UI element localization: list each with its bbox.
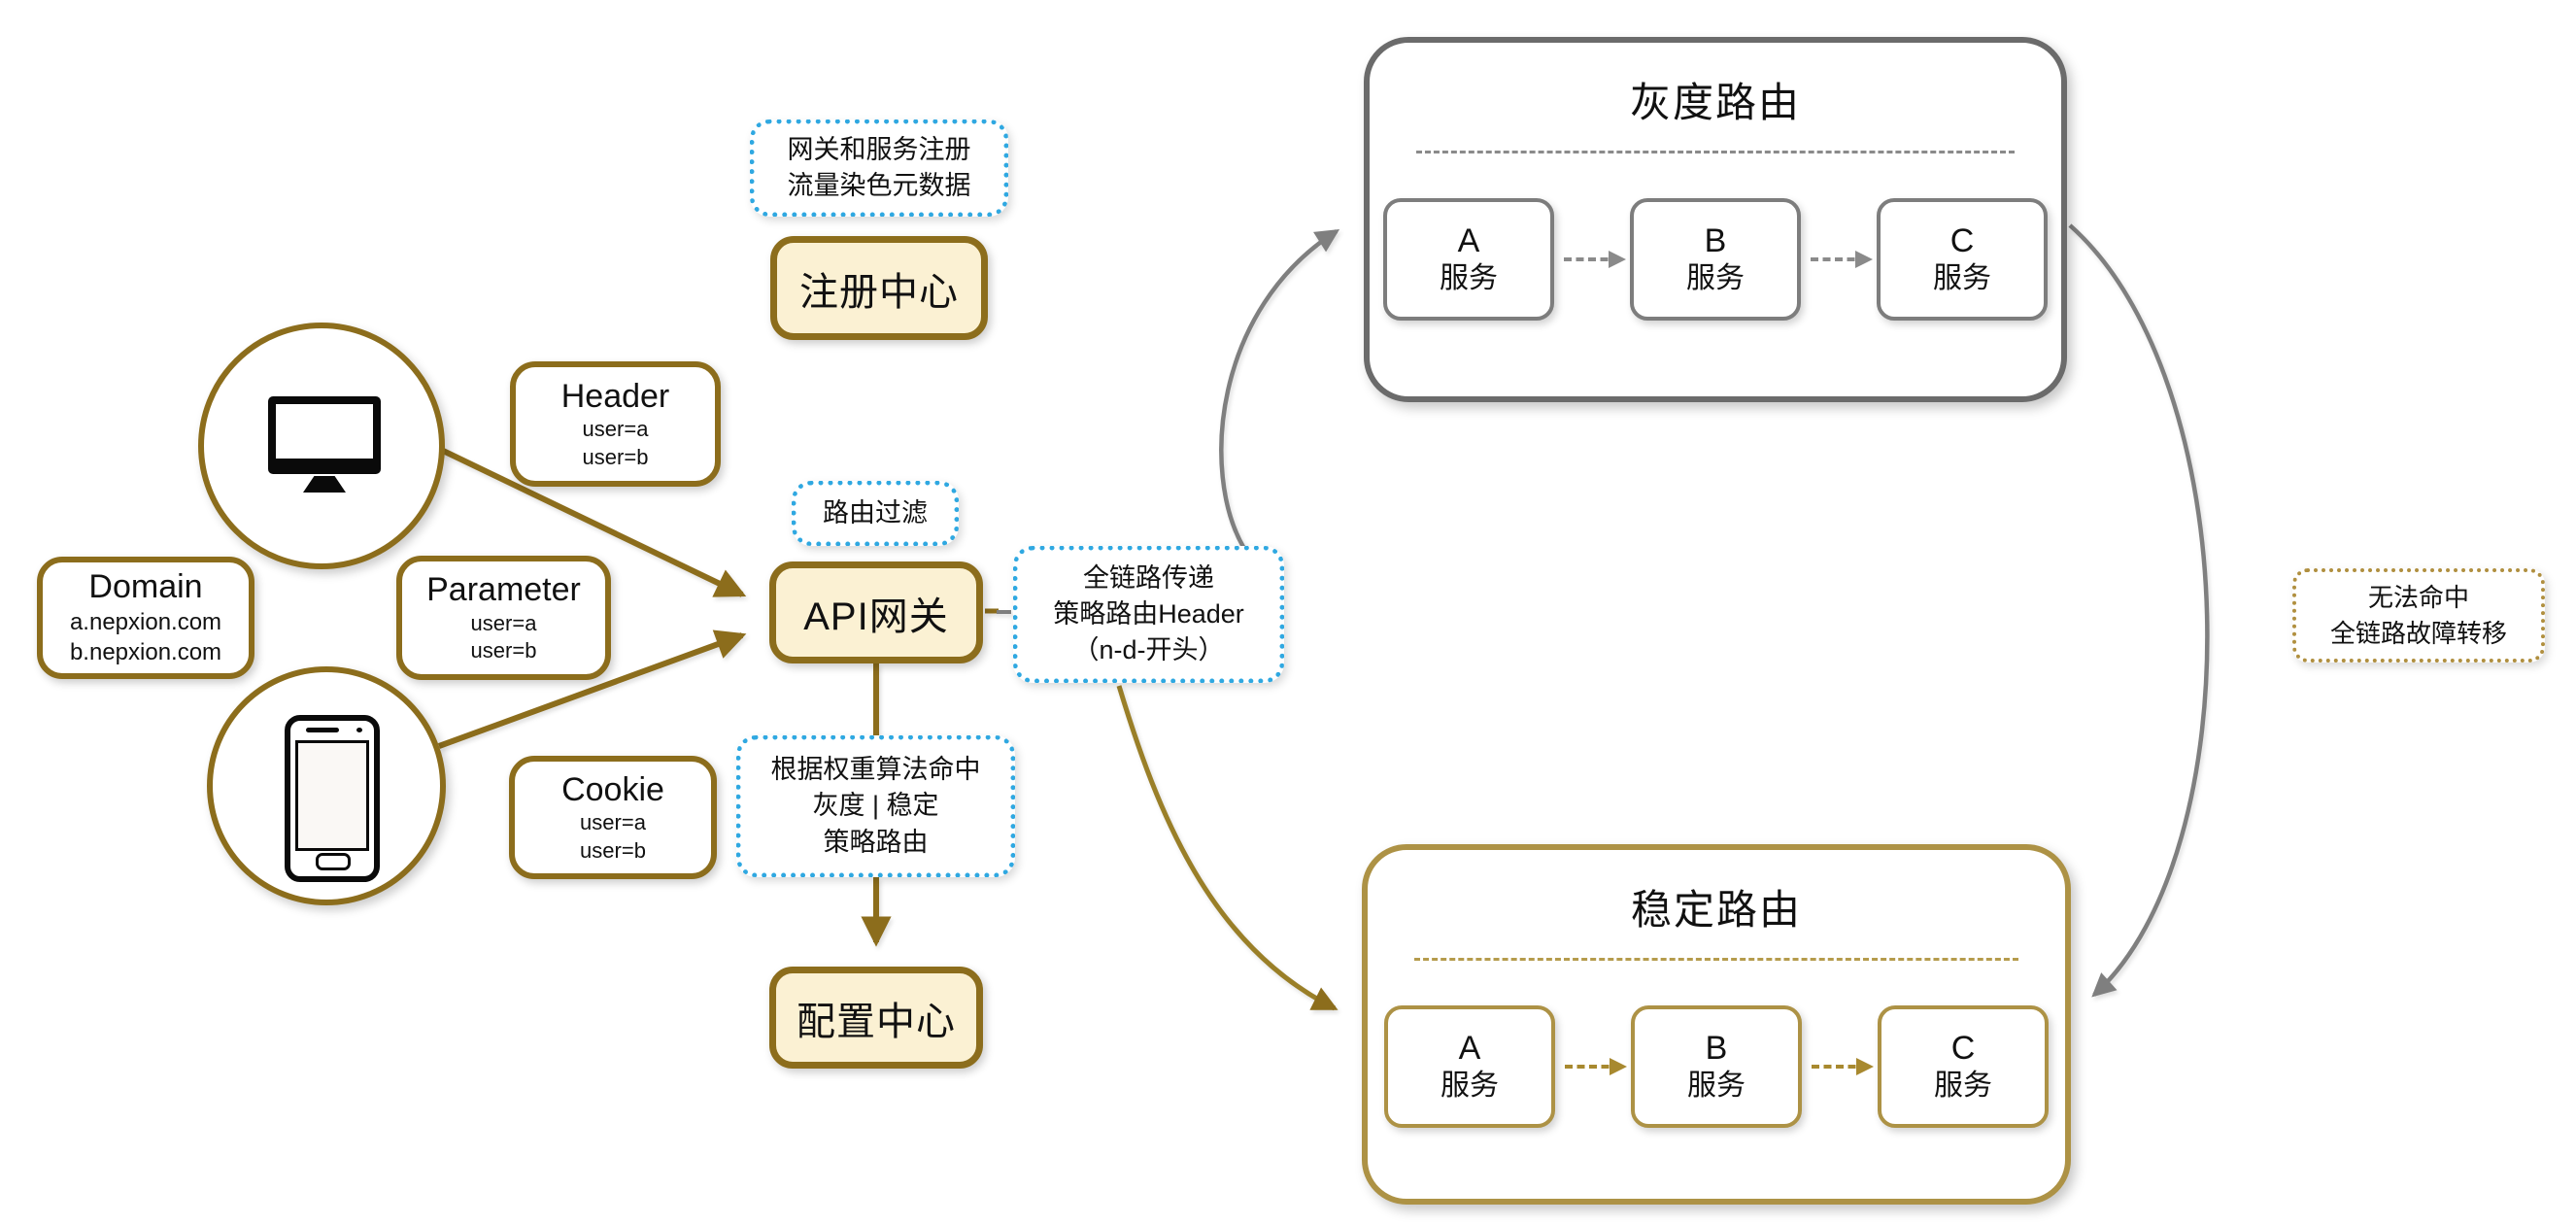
config-center-node: 配置中心 (769, 967, 983, 1069)
weight-algorithm-note: 根据权重算法命中 灰度 | 稳定 策略路由 (736, 735, 1015, 877)
registry-meta-line2: 流量染色元数据 (787, 171, 971, 200)
failover-line2: 全链路故障转移 (2329, 618, 2507, 648)
domain-label-box: Domain a.nepxion.com b.nepxion.com (37, 557, 254, 679)
stable-service-a: A 服务 (1384, 1005, 1555, 1128)
failover-note: 无法命中 全链路故障转移 (2292, 568, 2545, 663)
desktop-monitor-icon (268, 396, 381, 493)
header-title: Header (560, 377, 670, 415)
registry-meta-note: 网关和服务注册 流量染色元数据 (750, 119, 1008, 217)
gray-route-services: A 服务 B 服务 C 服务 (1370, 198, 2061, 321)
full-link-line3: （n-d-开头） (1072, 635, 1225, 665)
registry-meta-line1: 网关和服务注册 (787, 134, 971, 164)
stable-route-services: A 服务 B 服务 C 服务 (1368, 1005, 2065, 1128)
cookie-line1: user=a (580, 810, 646, 835)
stable-dashed-arrow-icon (1565, 1058, 1627, 1075)
gray-route-title: 灰度路由 (1629, 80, 1801, 125)
route-filter-line1: 路由过滤 (823, 497, 928, 527)
domain-line1: a.nepxion.com (69, 609, 222, 636)
stable-service-c: C 服务 (1878, 1005, 2049, 1128)
header-line1: user=a (582, 417, 649, 442)
failover-line1: 无法命中 (2367, 583, 2469, 613)
route-filter-note: 路由过滤 (792, 481, 959, 546)
api-gateway-node: API网关 (769, 561, 983, 663)
smartphone-icon (285, 715, 380, 882)
full-link-note: 全链路传递 策略路由Header （n-d-开头） (1013, 546, 1284, 683)
registry-center-label: 注册中心 (799, 270, 959, 314)
desktop-client-circle (198, 323, 445, 569)
parameter-line2: user=b (470, 638, 537, 663)
gray-route-container: 灰度路由 A 服务 B 服务 C 服务 (1364, 37, 2067, 402)
cookie-line2: user=b (580, 837, 646, 863)
full-link-line1: 全链路传递 (1083, 562, 1214, 593)
gray-dashed-arrow-icon (1564, 251, 1626, 268)
gray-service-a: A 服务 (1383, 198, 1554, 321)
header-line2: user=b (582, 444, 649, 469)
domain-title: Domain (88, 568, 203, 606)
parameter-line1: user=a (470, 610, 537, 635)
header-label-box: Header user=a user=b (510, 361, 721, 487)
stable-route-container: 稳定路由 A 服务 B 服务 C 服务 (1362, 844, 2071, 1205)
cookie-title: Cookie (561, 770, 664, 808)
weight-line3: 策略路由 (823, 827, 929, 857)
parameter-title: Parameter (426, 571, 581, 608)
cookie-label-box: Cookie user=a user=b (509, 756, 717, 879)
api-gateway-label: API网关 (803, 595, 949, 638)
gray-route-divider (1416, 151, 2015, 153)
gray-service-c: C 服务 (1877, 198, 2048, 321)
weight-line2: 灰度 | 稳定 (812, 791, 939, 821)
config-center-label: 配置中心 (797, 1000, 956, 1043)
full-link-line2: 策略路由Header (1053, 598, 1244, 629)
domain-line2: b.nepxion.com (69, 639, 222, 666)
stable-dashed-arrow-icon (1812, 1058, 1874, 1075)
mobile-client-circle (207, 666, 446, 905)
stable-route-divider (1414, 958, 2018, 961)
weight-line1: 根据权重算法命中 (770, 755, 981, 785)
gray-service-b: B 服务 (1630, 198, 1801, 321)
stable-route-title: 稳定路由 (1630, 887, 1802, 933)
gray-dashed-arrow-icon (1811, 251, 1873, 268)
parameter-label-box: Parameter user=a user=b (396, 556, 611, 680)
registry-center-node: 注册中心 (770, 236, 988, 340)
stable-service-b: B 服务 (1631, 1005, 1802, 1128)
